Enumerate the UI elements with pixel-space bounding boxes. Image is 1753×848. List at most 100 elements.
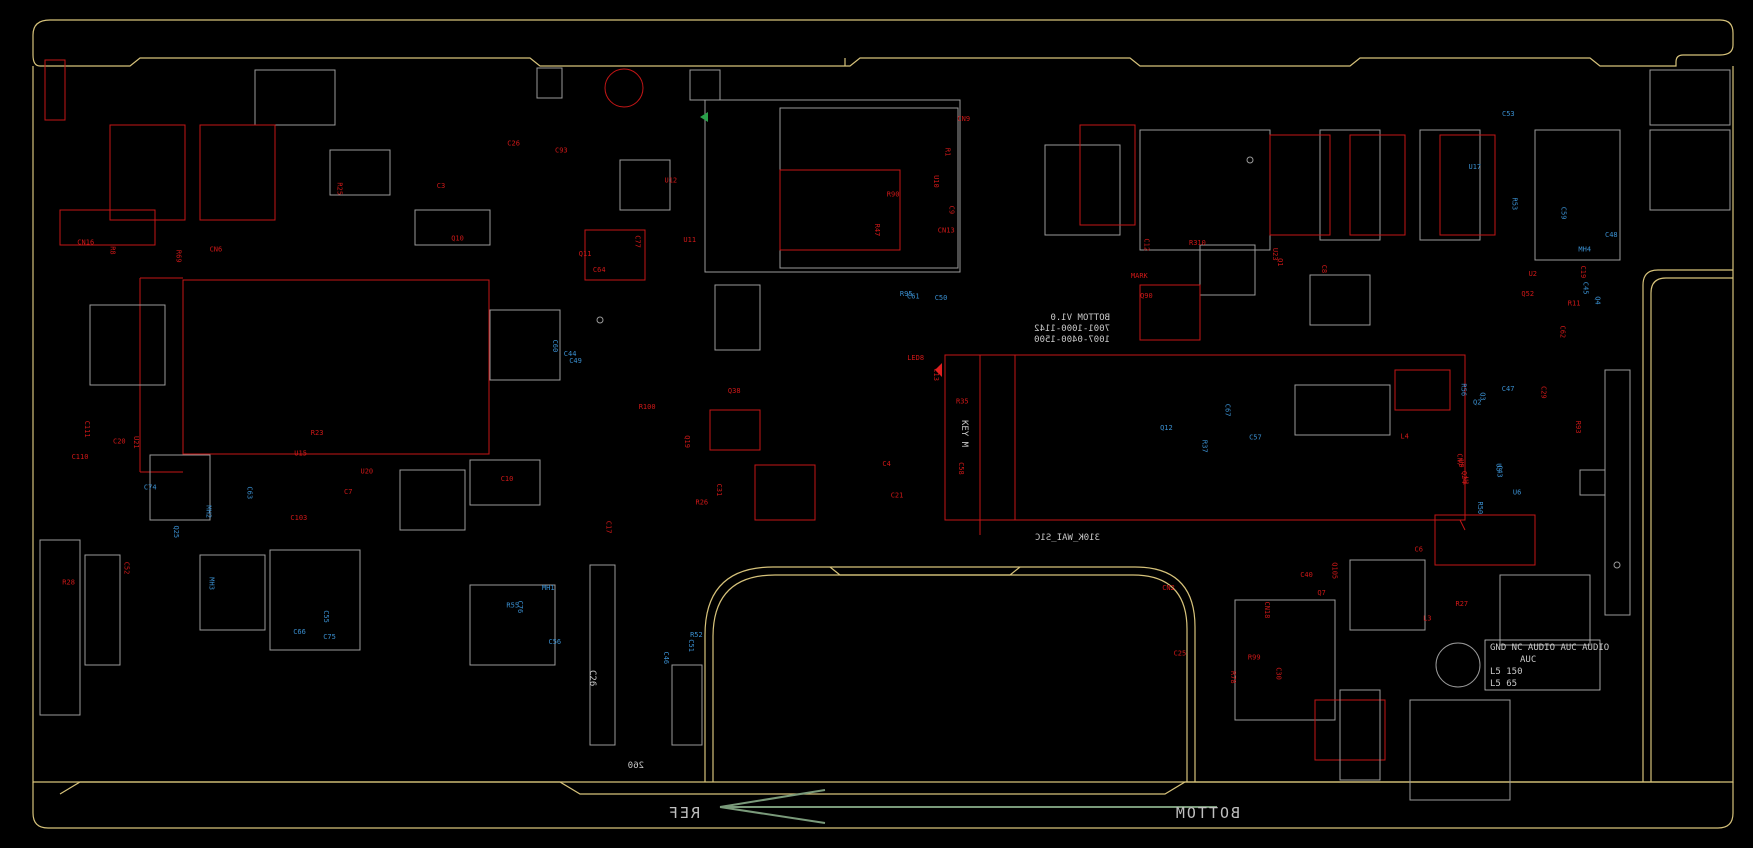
key-m-label: KEY M bbox=[959, 420, 969, 448]
refdes-label: Q90 bbox=[1140, 292, 1153, 300]
refdes-label: U1 bbox=[1461, 477, 1469, 485]
refdes-label: C47 bbox=[1502, 385, 1515, 393]
bottom-side-label: BOTTOM bbox=[1174, 804, 1240, 822]
refdes-label: MH3 bbox=[207, 577, 215, 590]
refdes-label: R26 bbox=[696, 499, 709, 507]
refdes-label: R25 bbox=[336, 182, 344, 195]
refdes-label: C56 bbox=[549, 638, 562, 646]
refdes-label: C7 bbox=[344, 488, 352, 496]
refdes-label: U6 bbox=[1513, 489, 1521, 497]
refdes-label: C29 bbox=[1540, 386, 1548, 399]
refdes-label: R1 bbox=[944, 148, 952, 156]
version-line-3: 1007-0400-1500 bbox=[1034, 335, 1110, 345]
refdes-label: C51 bbox=[687, 639, 695, 652]
refdes-label: C77 bbox=[634, 235, 642, 248]
key-m-connector-area: KEY M bbox=[944, 354, 1466, 535]
audio-label-block: GND NC AUDIO AUC AUDIO AUC L5 150 L5 65 bbox=[1484, 639, 1609, 691]
refdes-label: Q3 bbox=[1478, 392, 1486, 400]
refdes-label: C60 bbox=[551, 340, 559, 353]
refdes-label: U12 bbox=[665, 177, 678, 185]
refdes-label: U2 bbox=[1529, 270, 1537, 278]
refdes-label: MH1 bbox=[542, 584, 555, 592]
refdes-label: C43 bbox=[1496, 465, 1504, 478]
version-line-1: BOTTOM V1.0 bbox=[1050, 313, 1110, 323]
refdes-label: C26 bbox=[507, 140, 520, 148]
refdes-label: MH4 bbox=[1578, 246, 1591, 254]
refdes-label: R52 bbox=[690, 631, 703, 639]
refdes-label: Q2 bbox=[1473, 398, 1481, 406]
refdes-label: R69 bbox=[175, 250, 183, 263]
refdes-label: R55 bbox=[506, 602, 519, 610]
center-number: 260 bbox=[628, 761, 644, 771]
refdes-label: C64 bbox=[593, 266, 606, 274]
refdes-label: C8 bbox=[1320, 265, 1328, 273]
refdes-label: Q12 bbox=[1160, 424, 1173, 432]
refdes-label: R56 bbox=[1459, 383, 1467, 396]
refdes-label: R28 bbox=[62, 579, 75, 587]
refdes-label: C59 bbox=[1560, 207, 1568, 220]
refdes-label: C103 bbox=[290, 514, 307, 522]
top-components bbox=[109, 67, 1731, 531]
refdes-label: R78 bbox=[1229, 671, 1237, 684]
refdes-label: C111 bbox=[83, 421, 91, 438]
refdes-label: C110 bbox=[72, 453, 89, 461]
refdes-label: R99 bbox=[1248, 654, 1261, 662]
version-line-2: 7001-1000-1142 bbox=[1034, 324, 1110, 334]
left-components bbox=[39, 59, 703, 746]
refdes-label: U5 bbox=[1494, 463, 1502, 471]
refdes-label: Q1 bbox=[1276, 258, 1284, 266]
refdes-label: C57 bbox=[1249, 433, 1262, 441]
bottom-right-components bbox=[1234, 369, 1631, 801]
refdes-label: C3 bbox=[437, 182, 445, 190]
refdes-label: CN16 bbox=[77, 238, 94, 246]
refdes-label: C44 bbox=[564, 350, 577, 358]
refdes-label: Q24 bbox=[1460, 471, 1468, 484]
refdes-label: C10 bbox=[501, 475, 514, 483]
refdes-label: C12 bbox=[1143, 238, 1151, 251]
refdes-label: C48 bbox=[1605, 231, 1618, 239]
refdes-label: R11 bbox=[1568, 300, 1581, 308]
refdes-label: R23 bbox=[311, 429, 324, 437]
audio-line-4: L5 65 bbox=[1490, 679, 1517, 689]
refdes-label: R93 bbox=[1574, 421, 1582, 434]
refdes-label: CN13 bbox=[938, 227, 955, 235]
refdes-label: C53 bbox=[1502, 110, 1515, 118]
refdes-label: R310 bbox=[1189, 239, 1206, 247]
refdes-label: C52 bbox=[123, 562, 131, 575]
refdes-label: Q7 bbox=[1317, 589, 1325, 597]
refdes-label: Q105 bbox=[1331, 562, 1339, 579]
fiducials bbox=[596, 112, 1621, 569]
refdes-label: C17 bbox=[604, 521, 612, 534]
refdes-label: C75 bbox=[323, 633, 336, 641]
refdes-label: C40 bbox=[1300, 571, 1313, 579]
refdes-label: R50 bbox=[1476, 502, 1484, 515]
refdes-label: C6 bbox=[1415, 546, 1423, 554]
refdes-label: C66 bbox=[293, 628, 306, 636]
refdes-label: Q25 bbox=[172, 526, 180, 539]
refdes-label: R53 bbox=[1511, 198, 1519, 211]
refdes-label: C20 bbox=[113, 438, 126, 446]
refdes-label: U10 bbox=[932, 175, 940, 188]
refdes-label: R8 bbox=[108, 246, 116, 254]
refdes-label: U23 bbox=[1271, 248, 1279, 261]
refdes-label: C30 bbox=[1275, 667, 1283, 680]
ref-label: REF bbox=[667, 804, 700, 822]
refdes-label: CN9 bbox=[957, 115, 970, 123]
refdes-label: C21 bbox=[891, 492, 904, 500]
refdes-label: R100 bbox=[639, 403, 656, 411]
refdes-label: U11 bbox=[683, 236, 696, 244]
refdes-label: C49 bbox=[569, 357, 582, 365]
bottom-note: 310K_WAI_S1C bbox=[1035, 533, 1100, 543]
refdes-label: U9 bbox=[1457, 459, 1465, 467]
refdes-label: R35 bbox=[956, 398, 969, 406]
refdes-label: C4 bbox=[882, 460, 890, 468]
refdes-label: Q4 bbox=[1593, 296, 1601, 304]
refdes-label: U20 bbox=[361, 468, 374, 476]
refdes-label: Q11 bbox=[579, 250, 592, 258]
refdes-label: Q10 bbox=[451, 235, 464, 243]
refdes-label: U17 bbox=[1469, 163, 1482, 171]
audio-line-2: AUC bbox=[1520, 655, 1536, 665]
refdes-label: CN18 bbox=[1263, 602, 1271, 619]
refdes-label: Q38 bbox=[728, 387, 741, 395]
